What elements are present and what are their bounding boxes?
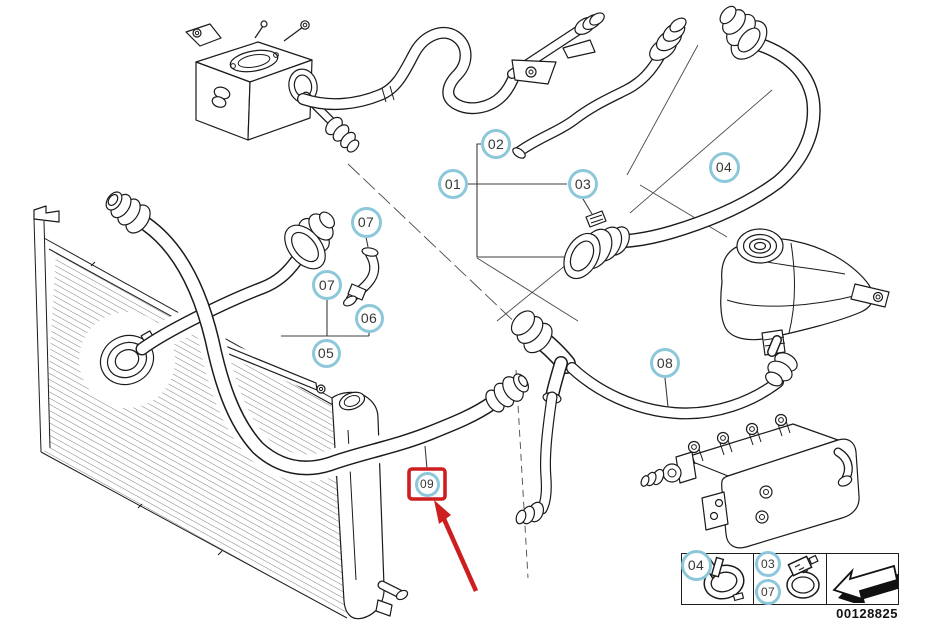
expansion-tank [720, 228, 890, 387]
callout-03[interactable]: 03 [568, 169, 598, 199]
worm-gear-clamp-icon [786, 554, 821, 599]
callout-04-legend[interactable]: 04 [680, 549, 712, 581]
lower-radiator-hose-09 [105, 191, 530, 476]
radiator-lower-port [375, 580, 409, 617]
vent-hose-02 [512, 17, 687, 159]
callout-07-legend[interactable]: 07 [755, 579, 781, 605]
tank-bottom-fitting [761, 329, 798, 387]
legend-cell-spring-clamp[interactable] [682, 554, 755, 604]
spring-clamp-icon [702, 556, 745, 602]
hose-connector-e [563, 210, 630, 280]
hose-04-top-connector [719, 5, 768, 60]
callout-04[interactable]: 04 [708, 151, 740, 183]
part-number-label: 00128825 [836, 606, 898, 621]
callout-09-highlighted[interactable]: 09 [414, 471, 440, 497]
elbow-hose-06 [343, 247, 380, 307]
callout-08[interactable]: 08 [650, 348, 680, 378]
callout-05[interactable]: 05 [311, 338, 341, 368]
zone-divider-lines [347, 44, 773, 579]
thermostat-housing [185, 20, 360, 153]
stud [283, 26, 304, 42]
legend-table [681, 553, 901, 607]
radiator-top-bracket [33, 205, 60, 223]
legend-cell-worm-clamp[interactable] [754, 554, 827, 604]
tank-filler-cap [736, 228, 784, 264]
callout-07[interactable]: 07 [350, 206, 382, 238]
callout-06[interactable]: 06 [354, 303, 384, 333]
hose-02-top-connector [649, 17, 687, 61]
oil-cooler [640, 413, 860, 549]
callout-03-legend[interactable]: 03 [755, 551, 781, 577]
legend-cell-direction-arrow [827, 554, 901, 607]
radiator-strip [215, 339, 326, 394]
hose-09-engine-end-connector [105, 191, 151, 234]
callout-07[interactable]: 07 [312, 270, 342, 300]
elbow-clamp [347, 283, 367, 301]
callout-02[interactable]: 02 [481, 129, 511, 159]
hose-09-right-connector [485, 373, 530, 413]
metal-coolant-pipe [507, 12, 605, 85]
hose-04 [618, 5, 821, 248]
engine-coolant-hose [297, 26, 521, 115]
hose-down-branch [515, 391, 558, 525]
upper-radiator-hose [135, 254, 303, 356]
cooler-left-fitting [640, 451, 697, 487]
callout-01[interactable]: 01 [438, 169, 468, 199]
direction-arrow-icon [832, 564, 901, 607]
hose-connector-b [284, 211, 335, 270]
cooler-right-tube [833, 447, 853, 487]
hose-08 [566, 362, 784, 420]
callout-leader-lines [281, 143, 669, 470]
housing-outlet-pipe [301, 91, 360, 153]
